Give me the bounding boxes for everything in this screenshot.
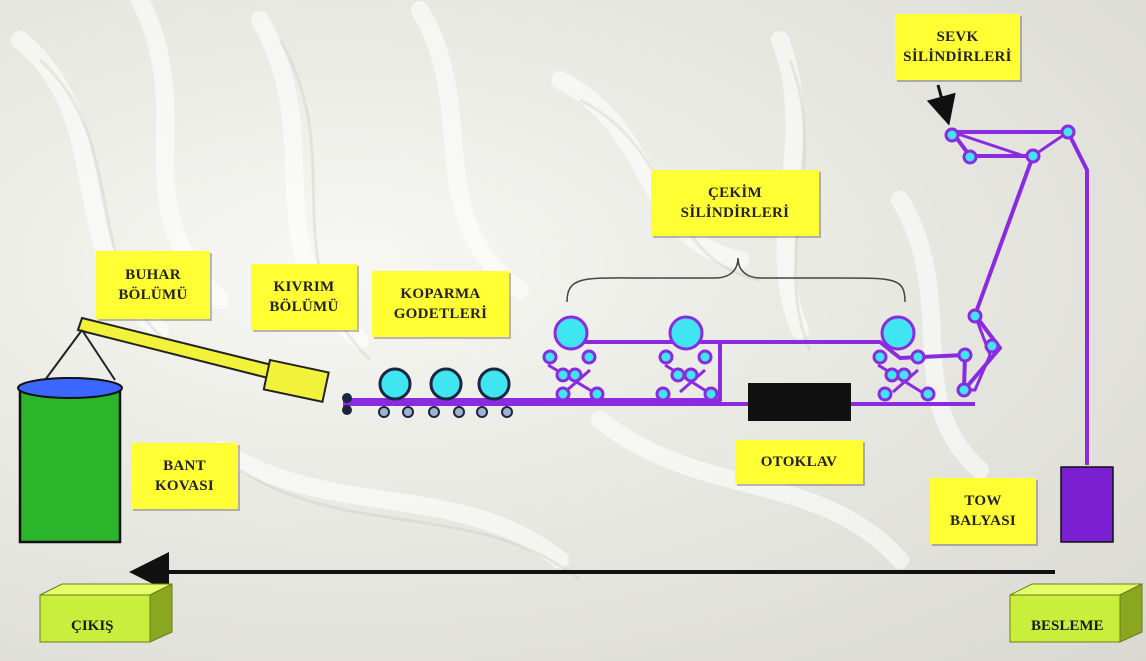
buhar-tube	[44, 316, 330, 404]
label-koparma-godetleri: KOPARMA GODETLERİ	[372, 271, 509, 337]
label-cekim-line1: ÇEKİM	[708, 184, 762, 201]
sevk-rollers	[944, 124, 1076, 398]
label-koparma-line2: GODETLERİ	[393, 306, 488, 322]
label-sevk-line1: SEVK	[936, 28, 979, 45]
label-bant-line1: BANT	[163, 457, 206, 474]
label-bant-kovasi: BANT KOVASI	[131, 443, 238, 509]
label-cekim-silindirleri: ÇEKİM SİLİNDİRLERİ	[651, 170, 819, 236]
otoklav-unit	[748, 383, 851, 421]
label-tow-balyasi: TOW BALYASI	[930, 478, 1036, 544]
cekim-brace	[566, 257, 906, 303]
label-kivrim-line1: KIVRIM	[273, 278, 335, 295]
label-bant-line2: KOVASI	[154, 478, 215, 494]
label-otoklav: OTOKLAV	[735, 440, 863, 484]
cikis-label: ÇIKIŞ	[71, 618, 114, 634]
label-buhar-bolumu: BUHAR BÖLÜMÜ	[96, 251, 210, 319]
label-koparma-line1: KOPARMA	[400, 285, 481, 302]
sevk-pointer-arrow	[926, 84, 956, 126]
label-tow-line1: TOW	[964, 492, 1002, 509]
label-otoklav-line1: OTOKLAV	[760, 453, 838, 470]
label-tow-line2: BALYASI	[949, 513, 1017, 529]
cekim-roller-group-3	[872, 315, 936, 402]
bant-kovasi-can	[17, 377, 123, 544]
besleme-label: BESLEME	[1031, 618, 1104, 634]
label-buhar-line2: BÖLÜMÜ	[118, 287, 188, 303]
cekim-roller-group-2	[655, 315, 719, 402]
cikis-block	[39, 583, 173, 643]
label-sevk-line2: SİLİNDİRLERİ	[903, 49, 1012, 65]
label-buhar-line1: BUHAR	[125, 266, 181, 283]
besleme-block	[1009, 583, 1143, 643]
tow-bale	[1060, 466, 1114, 543]
cekim-roller-group-1	[542, 315, 605, 402]
label-sevk-silindirleri: SEVK SİLİNDİRLERİ	[895, 14, 1020, 80]
kivrim-rollers	[342, 393, 352, 415]
label-kivrim-line2: BÖLÜMÜ	[269, 299, 339, 315]
label-cekim-line2: SİLİNDİRLERİ	[680, 205, 790, 221]
label-kivrim-bolumu: KIVRIM BÖLÜMÜ	[251, 264, 357, 330]
koparma-rollers	[378, 367, 513, 418]
